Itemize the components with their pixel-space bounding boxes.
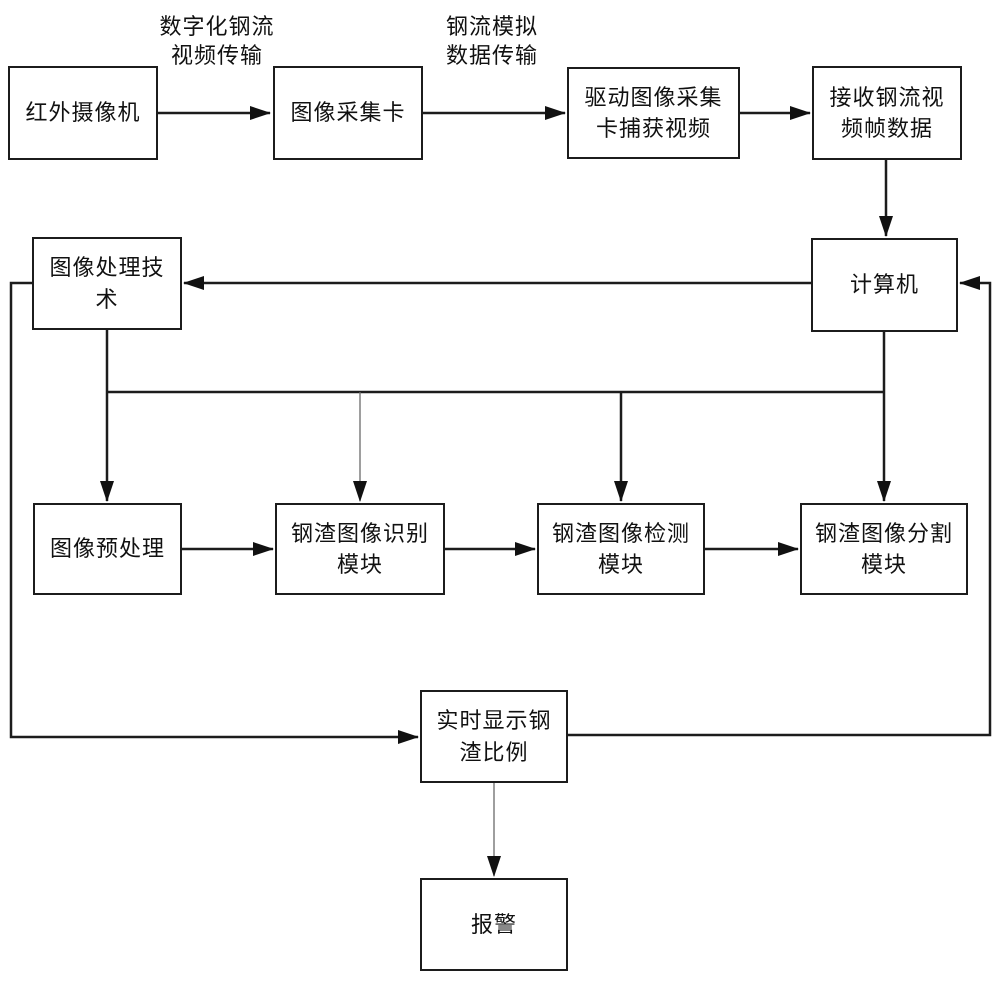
node-image-processing: 图像处理技 术	[32, 237, 182, 330]
node-recognition-module: 钢渣图像识别 模块	[275, 503, 445, 595]
edge-label-analog-transfer: 钢流模拟 数据传输	[445, 14, 538, 69]
node-receive-frames: 接收钢流视 频帧数据	[812, 66, 962, 160]
node-computer: 计算机	[811, 238, 958, 332]
node-drive-capture: 驱动图像采集 卡捕获视频	[567, 67, 740, 159]
edge-display-to-computer	[568, 276, 992, 737]
node-detection-module: 钢渣图像检测 模块	[537, 503, 705, 595]
node-alarm: 报警	[420, 878, 568, 971]
node-infrared-camera: 红外摄像机	[8, 66, 158, 160]
node-preprocessing: 图像预处理	[33, 503, 182, 595]
node-display-slag-ratio: 实时显示钢 渣比例	[420, 690, 568, 783]
node-segmentation-module: 钢渣图像分割 模块	[800, 503, 968, 595]
edge-label-digitized-transfer: 数字化钢流 视频传输	[159, 14, 275, 69]
node-frame-grabber: 图像采集卡	[273, 66, 423, 160]
edge-imageprocessing-to-display	[9, 281, 419, 744]
